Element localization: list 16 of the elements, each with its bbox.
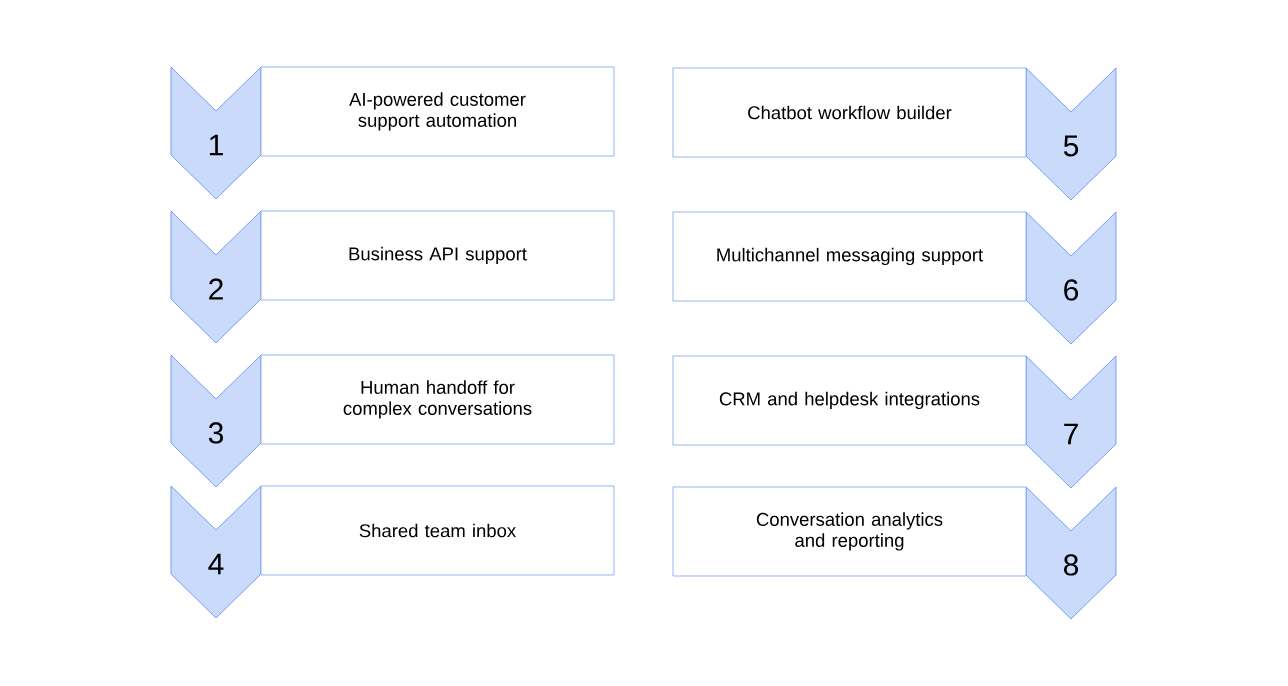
feature-box: AI-powered customer support automation [260,66,615,157]
chevron-number: 7 [1025,355,1117,489]
chevron-number: 6 [1025,211,1117,345]
chevron-number: 2 [170,210,262,344]
feature-box: Human handoff for complex conversations [260,354,615,445]
feature-box: Conversation analytics and reporting [672,486,1027,577]
feature-box: CRM and helpdesk integrations [672,355,1027,446]
feature-box: Shared team inbox [260,485,615,576]
chevron-number: 4 [170,485,262,619]
chevron-number: 1 [170,66,262,200]
chevron-number: 8 [1025,486,1117,620]
feature-box: Chatbot workflow builder [672,67,1027,158]
chevron-number: 3 [170,354,262,488]
chevron-number: 5 [1025,67,1117,201]
feature-box: Multichannel messaging support [672,211,1027,302]
feature-box: Business API support [260,210,615,301]
